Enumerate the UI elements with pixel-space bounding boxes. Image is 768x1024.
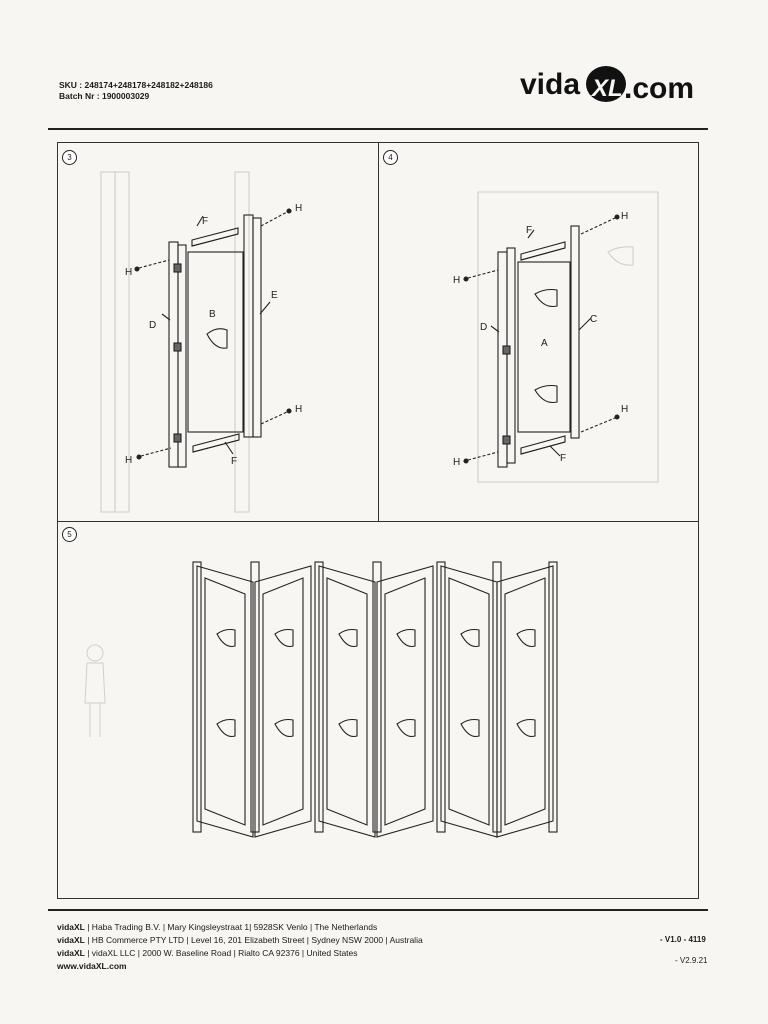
step5-badge: 5: [62, 527, 77, 542]
footer-rule: [48, 909, 708, 911]
step3-label-h-tr: H: [295, 203, 302, 214]
screen-pocket: [460, 718, 480, 738]
step3-diagram: H H H H F F B D E: [100, 171, 302, 513]
footer-line-2: vidaXL | HB Commerce PTY LTD | Level 16,…: [57, 934, 423, 947]
footer-brand-1: vidaXL: [57, 922, 85, 932]
footer-line-3: vidaXL | vidaXL LLC | 2000 W. Baseline R…: [57, 947, 423, 960]
footer-brand-2: vidaXL: [57, 935, 85, 945]
screen-pocket: [516, 628, 536, 648]
screen-pocket: [396, 718, 416, 738]
screen-pocket: [338, 718, 358, 738]
screen-post: [372, 561, 382, 833]
step4-label-f-top: F: [526, 225, 532, 236]
screen-pocket: [216, 628, 236, 648]
footer-addresses: vidaXL | Haba Trading B.V. | Mary Kingsl…: [57, 921, 423, 973]
screen-panel: [254, 565, 312, 838]
step3-label-f-bottom: F: [231, 456, 237, 467]
screen-pocket: [274, 628, 294, 648]
footer-line-1: vidaXL | Haba Trading B.V. | Mary Kingsl…: [57, 921, 423, 934]
screen-post: [192, 561, 202, 833]
footer-text-1: | Haba Trading B.V. | Mary Kingsleystraa…: [84, 922, 378, 932]
screen-post: [314, 561, 324, 833]
step3-label-e: E: [271, 290, 278, 301]
screen-panel-inner: [448, 577, 490, 826]
screen-pocket: [460, 628, 480, 648]
screen-panel-inner: [204, 577, 246, 826]
step4-label-d: D: [480, 322, 487, 333]
step4-label-h-br: H: [621, 404, 628, 415]
version-label: - V1.0 - 4119: [660, 935, 706, 944]
screen-pocket: [274, 718, 294, 738]
screen-panel-inner: [326, 577, 368, 826]
footer-brand-3: vidaXL: [57, 948, 85, 958]
screen-post: [548, 561, 558, 833]
header-info: SKU : 248174+248178+248182+248186 Batch …: [59, 80, 213, 102]
screen-panel-inner: [262, 577, 304, 826]
step5-diagram: [84, 561, 558, 838]
step3-label-d: D: [149, 320, 156, 331]
step3-label-b: B: [209, 309, 216, 320]
logo-text-xl: XL: [590, 75, 623, 102]
screen-panel-inner: [384, 577, 426, 826]
screen-pocket: [216, 718, 236, 738]
step3-badge: 3: [62, 150, 77, 165]
header-rule: [48, 128, 708, 130]
sku-label: SKU : 248174+248178+248182+248186: [59, 80, 213, 90]
step4-label-h-bl: H: [453, 457, 460, 468]
footer-website: www.vidaXL.com: [57, 961, 127, 971]
step3-label-f-top: F: [202, 216, 208, 227]
footer-text-2: | HB Commerce PTY LTD | Level 16, 201 El…: [84, 935, 423, 945]
screen-panel: [318, 565, 376, 838]
screen-post: [250, 561, 260, 833]
screen-pocket: [338, 628, 358, 648]
step4-label-c: C: [590, 314, 597, 325]
batch-label: Batch Nr : 1900003029: [59, 91, 150, 101]
footer-text-3: | vidaXL LLC | 2000 W. Baseline Road | R…: [84, 948, 358, 958]
step4-diagram: H H H H F F A D C: [453, 191, 659, 483]
step5-panel: [57, 521, 699, 899]
step3-label-h-tl: H: [125, 267, 132, 278]
screen-panel: [496, 565, 554, 838]
logo-text-com: .com: [624, 72, 694, 105]
step4-label-h-tl: H: [453, 275, 460, 286]
screen-panel: [196, 565, 254, 838]
step4-label-a: A: [541, 338, 548, 349]
step3-label-h-bl: H: [125, 455, 132, 466]
step4-badge: 4: [383, 150, 398, 165]
screen-panel-inner: [504, 577, 546, 826]
screen-pocket: [396, 628, 416, 648]
vidaxl-logo: vida XL .com: [520, 66, 694, 105]
step4-label-h-tr: H: [621, 211, 628, 222]
step4-label-f-bottom: F: [560, 453, 566, 464]
logo-text-vida: vida: [520, 68, 580, 101]
screen-panel: [376, 565, 434, 838]
screen-pocket: [516, 718, 536, 738]
screen-post: [492, 561, 502, 833]
version-label-2: - V2.9.21: [675, 956, 708, 965]
step3-label-h-br: H: [295, 404, 302, 415]
screen-post: [436, 561, 446, 833]
